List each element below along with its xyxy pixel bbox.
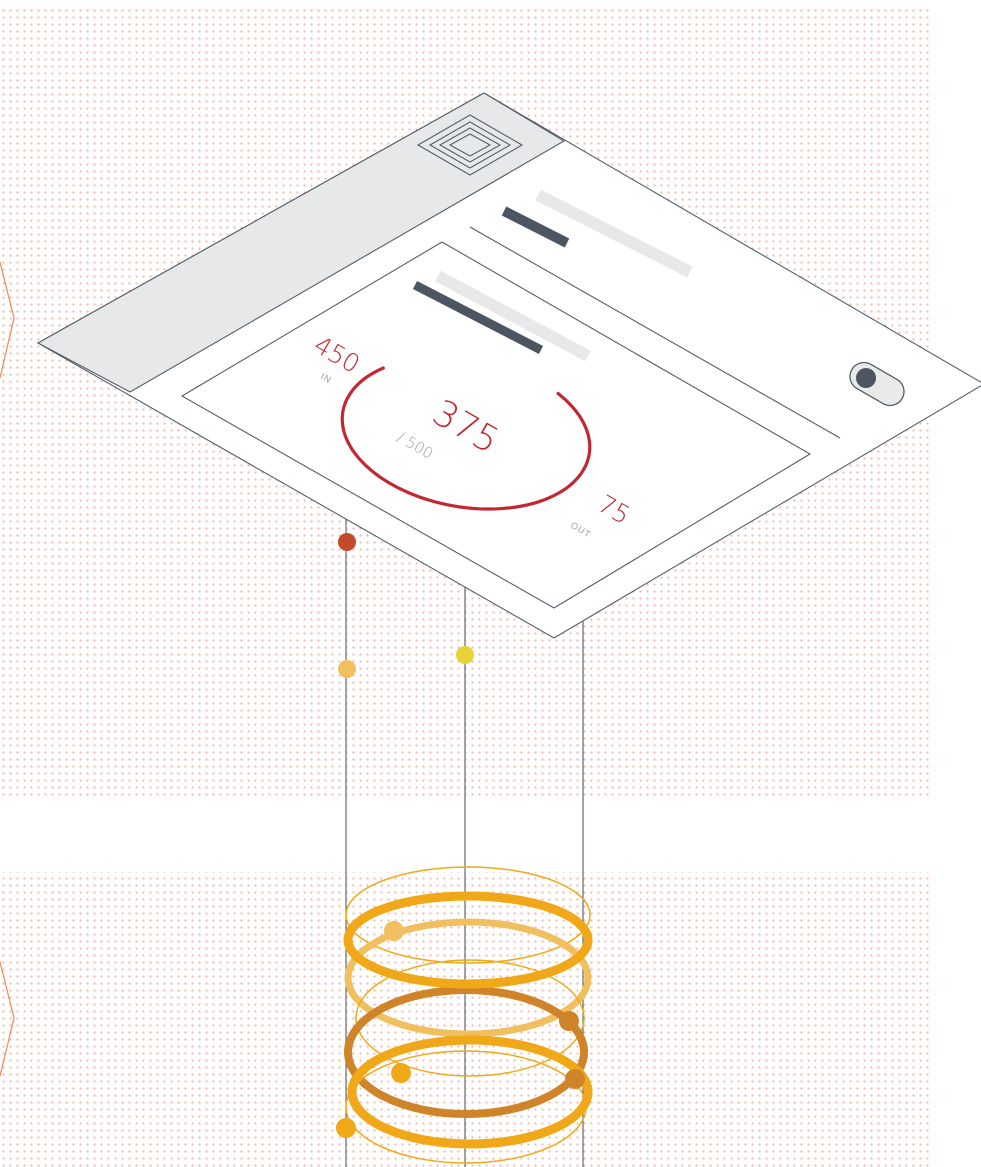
connector-node-light-orange bbox=[338, 660, 356, 678]
connector-node-red bbox=[338, 533, 356, 551]
connector-node-yellow bbox=[456, 646, 474, 664]
